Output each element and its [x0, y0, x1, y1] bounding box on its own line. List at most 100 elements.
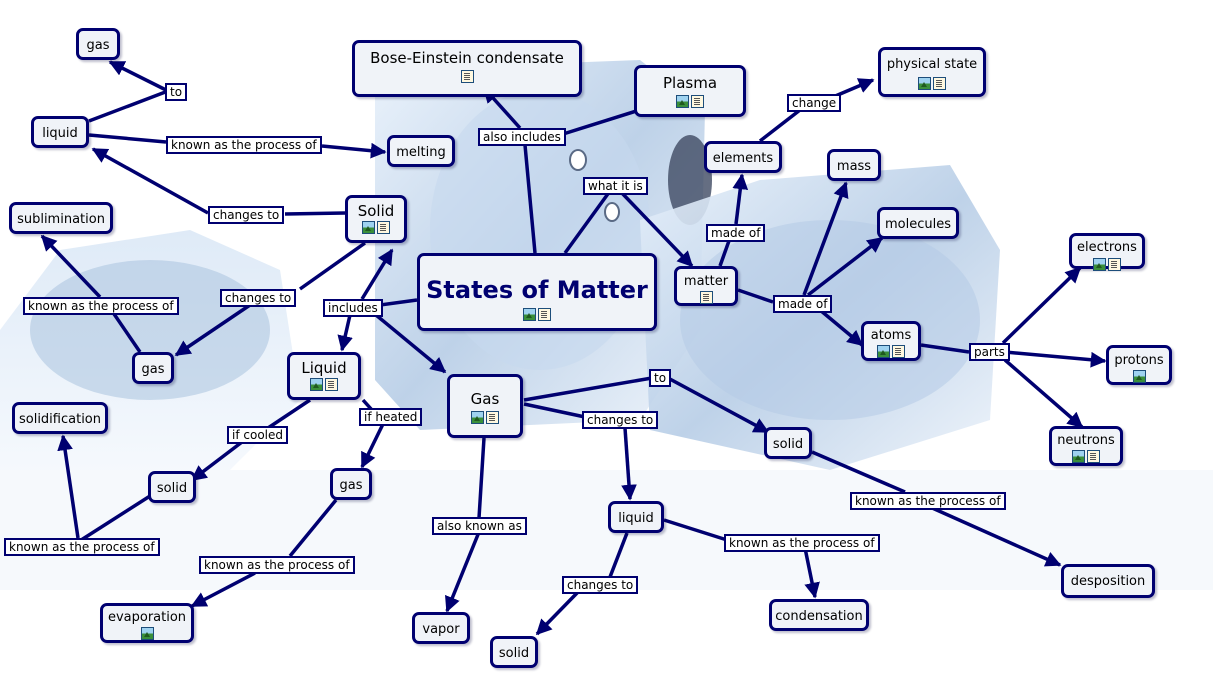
document-icon[interactable]: [699, 291, 713, 304]
connector-line: [174, 303, 251, 357]
link-label-includes[interactable]: includes: [323, 299, 383, 317]
image-icon[interactable]: [877, 345, 890, 358]
connector-line: [77, 494, 151, 544]
node-label: protons: [1114, 353, 1164, 368]
node-label: desposition: [1070, 574, 1146, 589]
node-gas[interactable]: Gas: [447, 374, 523, 438]
resource-icons: [420, 308, 654, 322]
link-label-also-includes[interactable]: also includes: [478, 128, 566, 146]
link-label-made-of-elements[interactable]: made of: [706, 224, 766, 242]
link-label-changes-to-gas[interactable]: changes to: [220, 289, 297, 307]
node-gas-left[interactable]: gas: [132, 352, 174, 384]
node-matter[interactable]: matter: [674, 266, 738, 306]
connector-line: [929, 505, 1062, 567]
image-icon[interactable]: [1093, 258, 1106, 271]
document-icon[interactable]: [1087, 450, 1100, 463]
image-icon[interactable]: [140, 627, 154, 640]
node-desposition[interactable]: desposition: [1061, 564, 1155, 598]
link-label-if-heated[interactable]: if heated: [359, 408, 423, 426]
node-electrons[interactable]: electrons: [1069, 233, 1145, 271]
node-solid-bottom[interactable]: solid: [490, 636, 538, 668]
connector-line: [288, 498, 338, 558]
resource-icons: [1109, 370, 1169, 384]
node-mass[interactable]: mass: [827, 149, 881, 181]
node-melting[interactable]: melting: [387, 135, 455, 167]
node-liquid[interactable]: Liquid: [287, 352, 361, 400]
document-icon[interactable]: [892, 345, 905, 358]
document-icon[interactable]: [325, 378, 338, 391]
link-label-to-solid[interactable]: to: [649, 369, 672, 387]
link-label-if-cooled[interactable]: if cooled: [227, 426, 288, 444]
node-solid-right[interactable]: solid: [764, 427, 812, 459]
link-label-changes-to-liquid[interactable]: changes to: [208, 206, 285, 224]
connector-line: [811, 450, 906, 494]
link-label-known-as-deposition[interactable]: known as the process of: [850, 492, 1006, 510]
document-icon[interactable]: [538, 308, 551, 321]
image-icon[interactable]: [1072, 450, 1085, 463]
connector-line: [321, 142, 387, 159]
image-icon[interactable]: [362, 221, 375, 234]
node-atoms[interactable]: atoms: [861, 321, 921, 361]
link-label-known-as-condensation[interactable]: known as the process of: [724, 534, 880, 552]
document-icon[interactable]: [1108, 258, 1121, 271]
link-label-also-known-as[interactable]: also known as: [432, 517, 527, 535]
node-gas-top[interactable]: gas: [76, 28, 120, 60]
connector-line: [379, 298, 418, 307]
link-label-known-as-melting[interactable]: known as the process of: [166, 136, 322, 154]
connector-line: [535, 590, 580, 636]
image-icon[interactable]: [523, 308, 536, 321]
connector-line: [108, 60, 169, 93]
link-label-change[interactable]: change: [787, 94, 842, 112]
resource-icons: [881, 77, 983, 91]
node-solid-left[interactable]: solid: [148, 471, 196, 503]
node-label: gas: [86, 38, 110, 53]
node-condensation[interactable]: condensation: [769, 599, 869, 631]
link-label-changes-to-liquid-2[interactable]: changes to: [582, 411, 659, 429]
node-molecules[interactable]: molecules: [877, 207, 959, 239]
image-icon[interactable]: [471, 411, 484, 424]
link-label-parts[interactable]: parts: [969, 343, 1010, 361]
node-label: condensation: [775, 609, 863, 624]
node-plasma[interactable]: Plasma: [634, 65, 746, 117]
image-icon[interactable]: [310, 378, 323, 391]
node-evaporation[interactable]: evaporation: [100, 603, 194, 643]
link-label-to[interactable]: to: [165, 83, 188, 101]
image-icon[interactable]: [1132, 370, 1146, 383]
document-icon[interactable]: [691, 95, 704, 108]
node-liquid-top[interactable]: liquid: [31, 116, 89, 148]
node-vapor[interactable]: vapor: [412, 612, 470, 644]
node-neutrons[interactable]: neutrons: [1049, 426, 1123, 466]
link-label-known-as-evaporation[interactable]: known as the process of: [199, 556, 355, 574]
connector-line: [374, 313, 447, 374]
node-protons[interactable]: protons: [1106, 345, 1172, 385]
node-gas-mid[interactable]: gas: [330, 468, 372, 500]
connector-line: [818, 308, 864, 347]
document-icon[interactable]: [377, 221, 390, 234]
node-sublimination[interactable]: sublimination: [9, 202, 113, 234]
connector-line: [621, 427, 637, 501]
connector-line: [1003, 358, 1084, 429]
connector-line: [1001, 266, 1082, 345]
link-label-what-it-is[interactable]: what it is: [583, 177, 648, 195]
document-icon[interactable]: [460, 70, 474, 83]
connector-line: [91, 147, 209, 215]
document-icon[interactable]: [486, 411, 499, 424]
link-label-changes-to-solid[interactable]: changes to: [562, 576, 639, 594]
node-liquid-mid[interactable]: liquid: [608, 501, 664, 533]
image-icon[interactable]: [918, 77, 931, 90]
node-bose-einstein-condensate[interactable]: Bose-Einstein condensate: [352, 40, 582, 97]
connector-line: [298, 241, 367, 291]
link-label-known-as-sublimation[interactable]: known as the process of: [23, 297, 179, 315]
node-label: solid: [772, 437, 804, 452]
document-icon[interactable]: [933, 77, 946, 90]
node-elements[interactable]: elements: [704, 141, 782, 173]
link-label-known-as-solidification[interactable]: known as the process of: [4, 538, 160, 556]
connector-line: [1004, 350, 1107, 368]
node-solidification[interactable]: solidification: [12, 402, 108, 434]
node-solid[interactable]: Solid: [345, 195, 407, 243]
image-icon[interactable]: [676, 95, 689, 108]
link-label-made-of-atoms[interactable]: made of: [773, 295, 833, 313]
node-states-of-matter[interactable]: States of Matter: [417, 253, 657, 331]
node-physical-state[interactable]: physical state: [878, 47, 986, 97]
